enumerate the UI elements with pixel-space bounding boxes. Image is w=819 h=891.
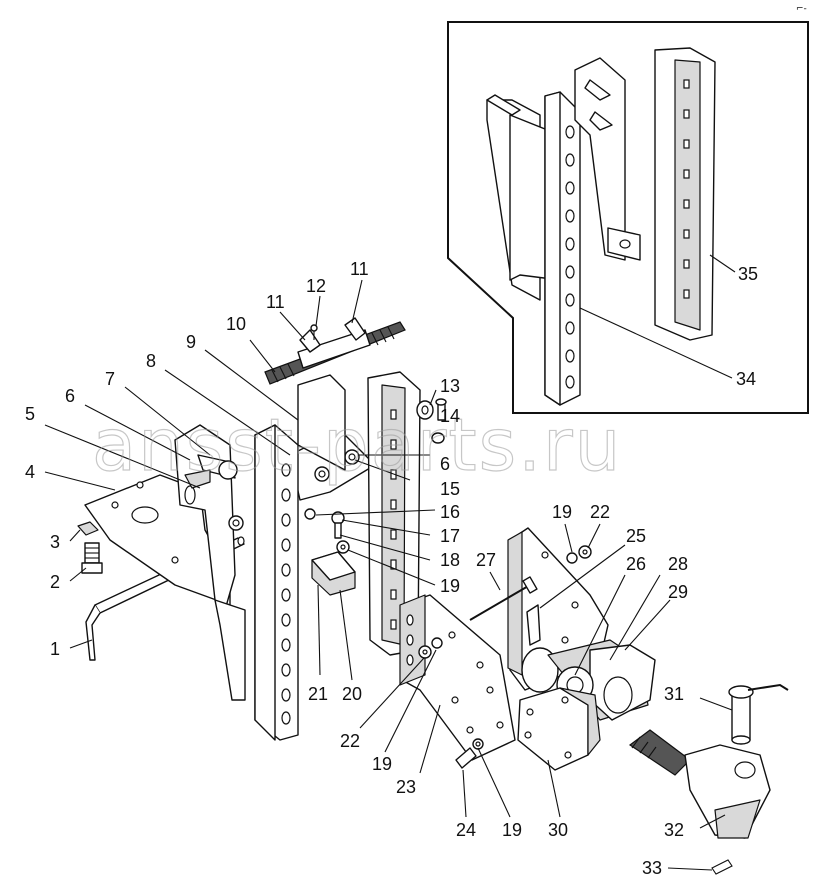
callout-6: 6: [65, 386, 75, 406]
part-11-clips: [299, 317, 366, 353]
callout-26: 26: [626, 554, 646, 574]
part-20-21-block: [311, 551, 356, 596]
callout-29: 29: [668, 582, 688, 602]
part-16-19-fasteners: [228, 508, 350, 554]
part-33-cotter: [711, 859, 733, 875]
callout-28: 28: [668, 554, 688, 574]
part-34-rail-assembly: [486, 91, 581, 406]
callout-33: 33: [642, 858, 662, 878]
part-7-bolt: [184, 454, 238, 489]
callout-labels: 1 2 3 4 5 6 7 8 9 10 11 12 11 13 14 6 15…: [25, 259, 758, 878]
part-31-pin: [728, 683, 789, 745]
callout-14: 14: [440, 406, 460, 426]
callout-13: 13: [440, 376, 460, 396]
part-26-pin: [526, 604, 541, 646]
part-3-washer: [77, 521, 99, 536]
callout-22: 22: [590, 502, 610, 522]
callout-32: 32: [664, 820, 684, 840]
callout-18: 18: [440, 550, 460, 570]
callout-8: 8: [146, 351, 156, 371]
callout-16: 16: [440, 502, 460, 522]
callout-19: 19: [372, 754, 392, 774]
callout-31: 31: [664, 684, 684, 704]
callout-17: 17: [440, 526, 460, 546]
callout-19: 19: [502, 820, 522, 840]
callout-10: 10: [226, 314, 246, 334]
callout-21: 21: [308, 684, 328, 704]
inset-detail: [447, 21, 809, 414]
part-19-22-washers: [418, 545, 592, 659]
callout-27: 27: [476, 550, 496, 570]
callout-6: 6: [440, 454, 450, 474]
callout-25: 25: [626, 526, 646, 546]
callout-11: 11: [350, 259, 369, 279]
callout-5: 5: [25, 404, 35, 424]
watermark: ansst-parts.ru: [92, 403, 622, 487]
callout-22: 22: [340, 731, 360, 751]
callout-2: 2: [50, 572, 60, 592]
part-2-bolt: [81, 542, 103, 574]
callout-34: 34: [736, 369, 756, 389]
part-32-clevis: [628, 729, 771, 839]
callout-3: 3: [50, 532, 60, 552]
callout-7: 7: [105, 369, 115, 389]
callout-23: 23: [396, 777, 416, 797]
callout-12: 12: [306, 276, 326, 296]
part-13-14-bolt-nut: [416, 398, 447, 444]
callout-15: 15: [440, 479, 460, 499]
part-12-screw: [310, 324, 318, 340]
main-rail-right: [367, 371, 421, 656]
main-rail-left: [254, 374, 346, 741]
leader-lines: [44, 279, 733, 871]
callout-9: 9: [186, 332, 196, 352]
callout-30: 30: [548, 820, 568, 840]
part-23-side-plate: [399, 594, 516, 761]
callout-1: 1: [50, 639, 60, 659]
part-35-channel-rail: [574, 47, 716, 341]
corner-mark: ⌐-: [796, 4, 807, 14]
callout-11: 11: [266, 292, 285, 312]
callout-4: 4: [25, 462, 35, 482]
part-27-long-bolt: [469, 576, 538, 621]
part-30-flange: [517, 687, 601, 771]
callout-19: 19: [440, 576, 460, 596]
callout-19: 19: [552, 502, 572, 522]
callout-35: 35: [738, 264, 758, 284]
callout-24: 24: [456, 820, 476, 840]
callout-20: 20: [342, 684, 362, 704]
